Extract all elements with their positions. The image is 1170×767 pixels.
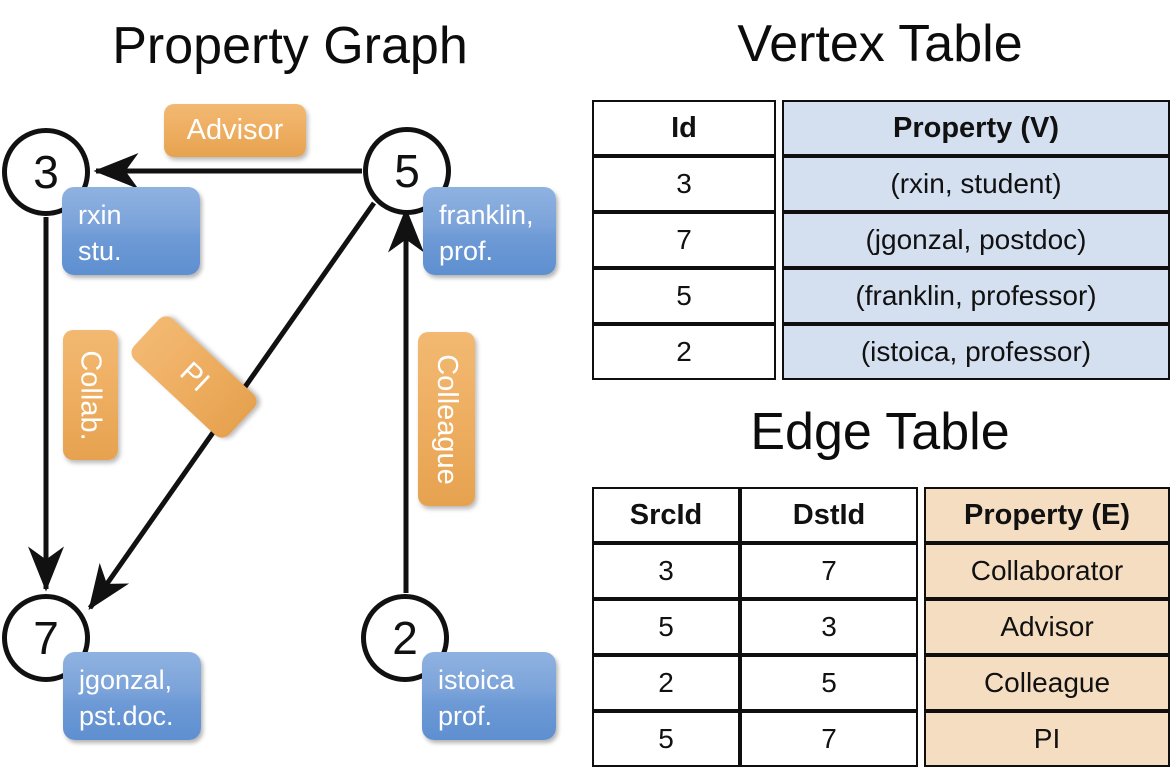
vertex-row-3-property: (istoica, professor) [782,324,1170,380]
vertex-row-2-property: (franklin, professor) [782,268,1170,324]
table-row[interactable]: 3 7 Collaborator [592,543,1170,599]
edge-row-1-property: Advisor [924,599,1170,655]
vertex-property-box-3[interactable]: rxin stu. [62,187,200,275]
vertex-property-7-line1: jgonzal, [79,665,173,695]
vertex-row-2-id: 5 [592,268,776,324]
vertex-row-0-id: 3 [592,156,776,212]
edge-table-header-dstid: DstId [740,487,918,543]
edge-row-2-property: Colleague [924,655,1170,711]
page-title-property-graph: Property Graph [112,17,468,75]
edge-table-header-srcid: SrcId [592,487,740,543]
edge-row-2-dst: 5 [740,655,918,711]
edge-row-0-dst: 7 [740,543,918,599]
edge-table-header-row: SrcId DstId Property (E) [592,487,1170,543]
table-row[interactable]: 5 3 Advisor [592,599,1170,655]
vertex-table-header-row: Id Property (V) [592,100,1170,156]
edge-label-advisor-text: Advisor [186,114,284,146]
edge-row-0-property: Collaborator [924,543,1170,599]
table-row[interactable]: 2 5 Colleague [592,655,1170,711]
vertex-property-3-line2: stu. [78,236,122,267]
edge-row-2-src: 2 [592,655,740,711]
edge-row-1-src: 5 [592,599,740,655]
table-row[interactable]: 7 (jgonzal, postdoc) [592,212,1170,268]
vertex-row-3-id: 2 [592,324,776,380]
edge-row-3-src: 5 [592,711,740,767]
vertex-table: Id Property (V) 3 (rxin, student) 7 (jgo… [592,100,1170,380]
table-row[interactable]: 2 (istoica, professor) [592,324,1170,380]
vertex-table-header-property: Property (V) [782,100,1170,156]
page-title-edge-table: Edge Table [750,403,1010,461]
edge-label-collab-text: Collab. [75,349,107,441]
table-row[interactable]: 3 (rxin, student) [592,156,1170,212]
edge-label-collab[interactable]: Collab. [63,330,118,460]
vertex-row-1-property: (jgonzal, postdoc) [782,212,1170,268]
vertex-property-3-line1: rxin [78,200,122,230]
vertex-row-1-id: 7 [592,212,776,268]
vertex-property-2-line2: prof. [438,701,493,732]
edge-row-3-property: PI [924,711,1170,767]
vertex-property-5-line1: franklin, [439,200,534,230]
edge-label-pi-text: PI [173,355,216,398]
page-title-vertex-table: Vertex Table [737,15,1023,73]
vertex-property-5-line2: prof. [439,236,494,267]
edge-label-advisor[interactable]: Advisor [164,104,306,157]
vertex-property-box-2[interactable]: istoica prof. [422,652,556,740]
vertex-property-7-line2: pst.doc. [79,701,174,732]
property-graph-diagram: 3 5 7 2 rxin stu. franklin, prof. jgonza… [0,0,585,760]
edge-label-colleague-text: Colleague [431,353,464,485]
graph-node-2[interactable]: 2 [361,594,449,682]
edge-row-1-dst: 3 [740,599,918,655]
table-row[interactable]: 5 7 PI [592,711,1170,767]
table-row[interactable]: 5 (franklin, professor) [592,268,1170,324]
vertex-property-box-7[interactable]: jgonzal, pst.doc. [63,652,201,740]
vertex-table-header-id: Id [592,100,776,156]
edge-row-0-src: 3 [592,543,740,599]
edge-table: SrcId DstId Property (E) 3 7 Collaborato… [592,487,1170,767]
edge-label-colleague[interactable]: Colleague [418,332,475,506]
vertex-row-0-property: (rxin, student) [782,156,1170,212]
edge-table-header-property: Property (E) [924,487,1170,543]
vertex-property-2-line1: istoica [438,665,515,695]
vertex-property-box-5[interactable]: franklin, prof. [423,187,556,275]
edge-row-3-dst: 7 [740,711,918,767]
